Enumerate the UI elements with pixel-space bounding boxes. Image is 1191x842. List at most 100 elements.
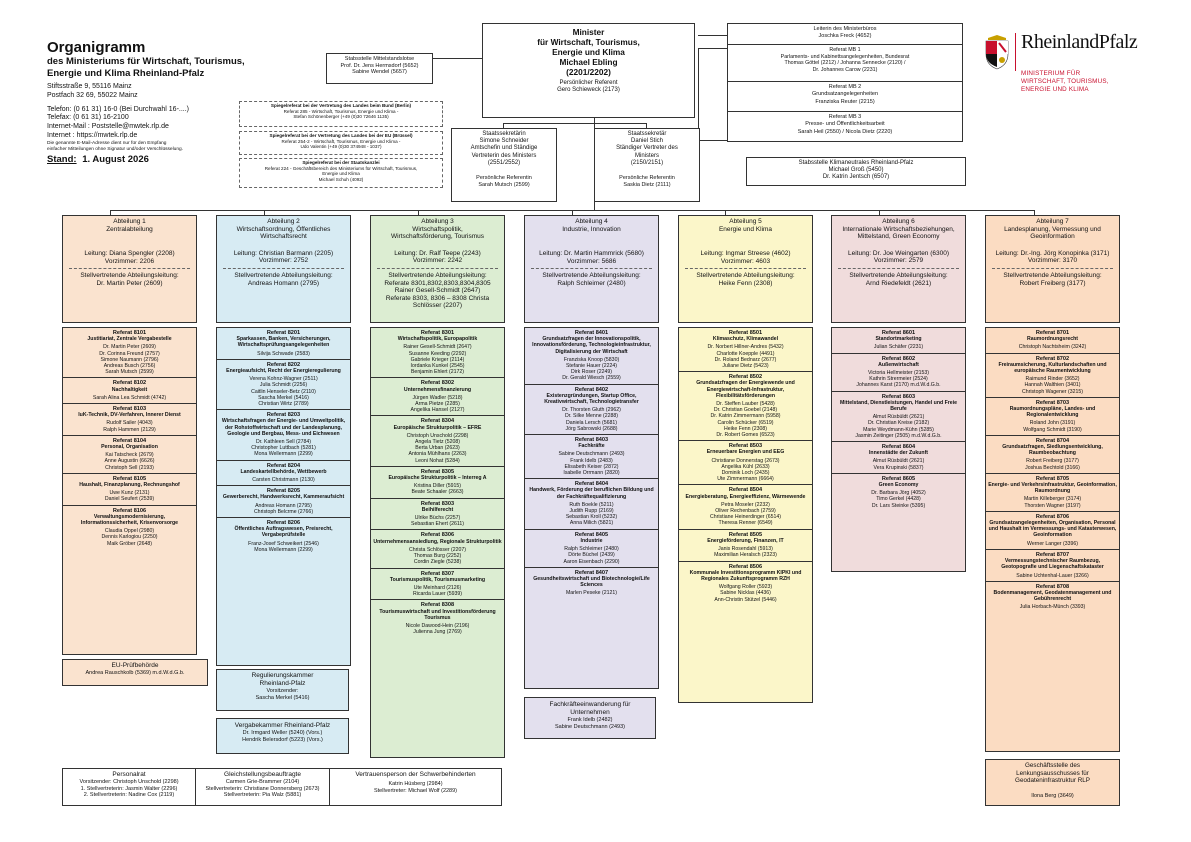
referat-topic: Green Economy (878, 482, 919, 489)
referat-person: Beate Schaaler (2663) (411, 489, 464, 496)
referat-person: Wolfgang Schmidt (3190) (1023, 426, 1082, 433)
referat-person: Ann-Christin Stützel (5446) (714, 596, 777, 603)
referat-person: Ralph Schleimer (2480) (564, 546, 619, 553)
referat-person: Cordin Ziegle (5238) (413, 559, 462, 566)
referat-number: Referat 8307 (420, 570, 455, 577)
referat-number: Referat 8706 (1035, 513, 1070, 520)
referat-topic: Justitiariat, Zentrale Vergabestelle (87, 336, 172, 343)
referat-person: Dennis Karlogiou (2250) (101, 534, 158, 541)
staatssekretaerin-box: Staatssekretärin Simone Schneider Amtsch… (451, 128, 557, 202)
referat-person: Daniel Seufert (2539) (104, 496, 155, 503)
referat-person: Caitlin Henseler-Betz (2110) (251, 388, 316, 395)
connector (433, 58, 482, 59)
referat-person: Antonia Mühlhans (2263) (408, 451, 467, 458)
referat-topic: Freiraumsicherung, Kulturlandschaften un… (998, 361, 1107, 375)
referat-topic: Energie- und Verkehrsinfrastruktur, Geoi… (988, 482, 1117, 495)
referat-person: Elisabeth Keiser (2872) (564, 463, 619, 470)
referat-topic: Energieaufsicht, Recht der Energiereguli… (226, 368, 341, 375)
connector (698, 48, 699, 140)
connector (503, 123, 646, 124)
referat-person: Werner Langer (3396) (1027, 540, 1078, 547)
referat-person: Joshua Bechtold (3166) (1025, 464, 1080, 471)
geschaeftsstelle-geodaten: Geschäftsstelle des Lenkungsausschusses … (985, 759, 1120, 806)
connector (264, 210, 265, 215)
referat-person: Janis Rosendahl (5913) (718, 546, 773, 553)
referat-person: Thomas Burg (2252) (413, 553, 462, 560)
referat-person: Kristina Diller (5915) (414, 483, 461, 490)
referat-number: Referat 8501 (728, 330, 763, 336)
referat-number: Referat 8503 (728, 443, 763, 450)
referat-topic: Gewerberecht, Handwerksrecht, Kammeraufs… (222, 494, 345, 501)
referat-person: Johannes Karst (2170) m.d.W.d.G.b. (856, 382, 941, 389)
dashed-separator (223, 267, 344, 269)
referat-person: Jörg Sabrowski (2688) (565, 425, 618, 432)
sv-text: Stellvertretende Abteilungsleitung: (234, 271, 333, 279)
referat-person: Dr. Martin Peter (2609) (103, 344, 156, 351)
referat-mb1: Referat MB 1 Parlaments- und Kabinettsan… (727, 44, 963, 82)
referat-person: Christoph Wagener (3215) (1022, 388, 1083, 395)
referat-person: Victoria Hellmeister (2153) (867, 370, 930, 377)
referat-person: Dr. Roland Bednarz (2677) (714, 356, 777, 363)
page-title: Organigramm (47, 39, 146, 56)
referat-person: Wolfgang Roller (5923) (718, 584, 773, 591)
vz-text: Vorzimmer: 4603 (720, 257, 771, 265)
dashed-separator (685, 268, 806, 270)
connector (698, 48, 727, 49)
referat-topic: Mittelstand, Dienstleistungen, Handel un… (839, 399, 958, 413)
connector (110, 210, 111, 215)
gleichstellungsbeauftragte: Gleichstellungsbeauftragte Carmen Grie-B… (195, 768, 330, 806)
referat-person: Heike Fenn (2308) (724, 425, 767, 432)
email[interactable]: Internet-Mail : Poststelle@mwtek.rlp.de (47, 123, 169, 131)
sv-text: Arnd Riedefeldt (2621) (865, 279, 932, 287)
referat-number: Referat 8202 (266, 361, 301, 368)
referat-number: Referat 8204 (266, 462, 301, 469)
referat-person: Jasmin Zeitinger (2505) m.d.W.d.G.b. (855, 432, 942, 439)
website[interactable]: Internet : https://mwtek.rlp.de (47, 131, 138, 139)
eu-pruefbehoerde: EU-Prüfbehörde Andrea Rauschkolb (5369) … (62, 659, 208, 686)
stand-date: 1. August 2026 (82, 153, 149, 165)
referat-person: Timo Gerkel (4428) (876, 496, 921, 503)
address-street: Stiftsstraße 9, 55116 Mainz (47, 83, 132, 90)
referat-number: Referat 8604 (881, 444, 916, 451)
referat-number: Referat 8407 (574, 569, 609, 576)
referat-person: Dr. Kathleen Sell (2784) (255, 439, 312, 446)
referat-topic: Kommunale Investitionsprogramm KIPKI und… (689, 569, 802, 582)
lead-text: Leitung: Dr.-Ing. Jörg Konopinka (3171) (995, 249, 1110, 257)
referat-topic: Personal, Organisation (101, 444, 158, 451)
referat-number: Referat 8701 (1035, 330, 1070, 336)
vz-text: Vorzimmer: 5686 (566, 257, 617, 265)
referat-person: Christoph Sell (2193) (105, 464, 154, 471)
referat-person: Raimund Rinder (3652) (1025, 376, 1080, 383)
connector (725, 210, 726, 215)
referat-person: Christian Wirtz (2789) (258, 401, 309, 408)
connector (1034, 210, 1035, 215)
referat-number: Referat 8506 (728, 563, 763, 570)
referat-person: Judith Rupp (2169) (569, 508, 614, 515)
referat-topic: Sparkassen, Banken, Versicherungen, Wirt… (236, 336, 331, 349)
sv-text: Rainer Gesell-Schmidt (2647) (394, 287, 481, 295)
sv-text: Stellvertretende Abteilungsleitung: (696, 272, 795, 280)
referat-person: Dr. Robert Gomes (6523) (716, 432, 775, 439)
referat-person: Rainer Gesell-Schmidt (2647) (403, 344, 472, 351)
referat-person: Sabine Uchtenhal-Lauer (3266) (1016, 572, 1089, 579)
sv-text: Stellvertretende Abteilungsleitung: (849, 271, 948, 279)
referat-number: Referat 8205 (266, 488, 301, 495)
referat-number: Referat 8201 (266, 330, 301, 336)
fachkraefteeinwanderung: Fachkräfteeinwanderung für Unternehmen F… (524, 697, 656, 739)
referat-topic: Verwaltungsmodernisierung, Informationss… (80, 513, 179, 527)
